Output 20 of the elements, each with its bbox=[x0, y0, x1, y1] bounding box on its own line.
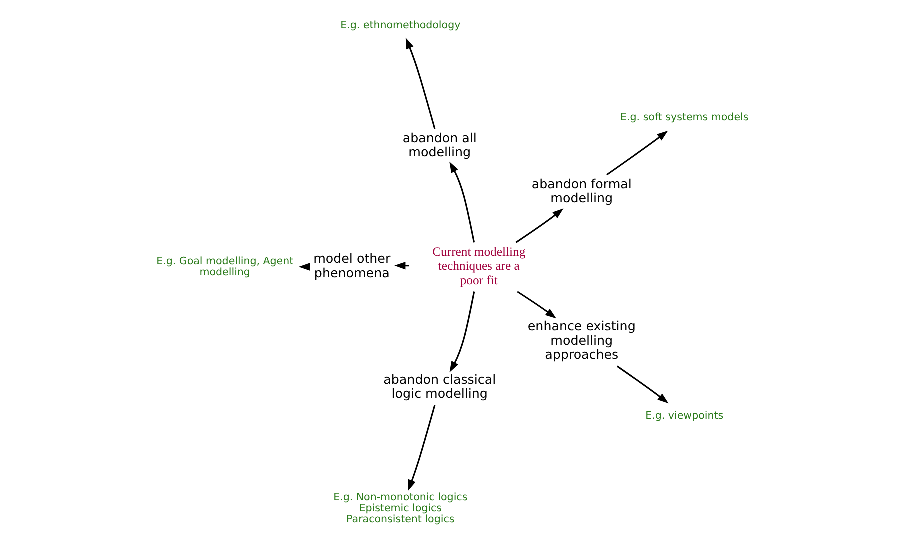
node-text: E.g. Non-monotonic logics Epistemic logics Paraconsistent logics bbox=[333, 491, 468, 526]
arrow bbox=[408, 405, 436, 492]
arrow bbox=[298, 263, 310, 271]
node-text: E.g. viewpoints bbox=[645, 410, 724, 422]
arrow bbox=[449, 292, 475, 373]
node-text: abandon classical logic modelling bbox=[383, 372, 496, 402]
node-text: abandon all modelling bbox=[402, 130, 476, 160]
node-text: E.g. soft systems models bbox=[620, 112, 748, 124]
arrow bbox=[606, 130, 668, 176]
node-text: Current modelling techniques are a poor fit bbox=[432, 244, 526, 288]
node-text: E.g. ethnomethodology bbox=[340, 19, 460, 32]
node-text: model other phenomena bbox=[313, 251, 390, 280]
arrow bbox=[616, 366, 668, 404]
node-text: abandon formal modelling bbox=[531, 176, 632, 206]
node-text: E.g. Goal modelling, Agent modelling bbox=[156, 255, 294, 278]
arrow bbox=[405, 38, 436, 130]
arrow bbox=[516, 291, 556, 319]
arrow bbox=[449, 162, 475, 243]
node-text: enhance existing modelling approaches bbox=[527, 318, 636, 362]
arrow bbox=[515, 208, 564, 244]
